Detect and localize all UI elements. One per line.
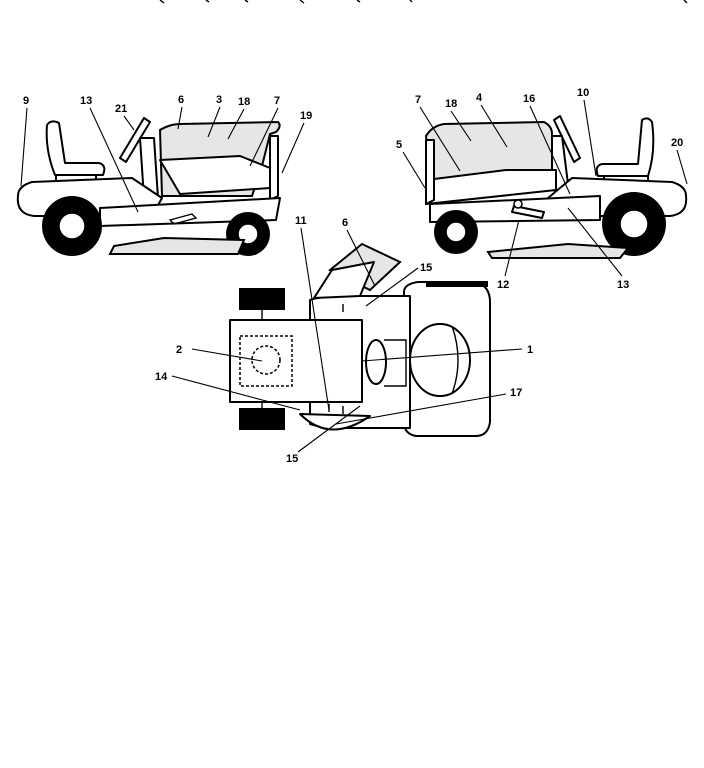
callout-label: 13 [617,279,629,291]
right-view-callouts: 7 18 4 16 10 5 20 12 13 [396,87,688,291]
callout-label: 7 [274,95,280,107]
callout-label: 17 [510,387,522,399]
callout-label: 10 [577,87,589,99]
callout-label: 5 [396,139,402,151]
callout-label: 1 [527,344,533,356]
callout-label: 12 [497,279,509,291]
callout-label: 15 [286,453,298,465]
tractor-left-side-view [16,117,281,256]
callout-label: 19 [300,110,312,122]
callout-label: 20 [671,137,683,149]
callout-label: 9 [23,95,29,107]
tractor-right-side-view [424,115,688,259]
top-edge-marks [159,0,688,4]
callout-label: 14 [155,371,168,383]
left-view-callouts: 9 13 21 6 3 18 7 19 [20,94,312,213]
top-view-callouts: 11 6 15 2 1 14 17 15 [155,215,533,465]
callout-label: 4 [476,92,483,104]
callout-label: 18 [445,98,457,110]
callout-label: 11 [295,215,307,227]
callout-label: 2 [176,344,182,356]
callout-label: 6 [342,217,348,229]
callout-label: 16 [523,93,535,105]
callout-label: 7 [415,94,421,106]
callout-label: 18 [238,96,250,108]
tractor-top-view [229,242,491,437]
callout-label: 6 [178,94,184,106]
callout-label: 15 [420,262,432,274]
callout-label: 3 [216,94,222,106]
callout-label: 13 [80,95,92,107]
callout-label: 21 [115,103,127,115]
